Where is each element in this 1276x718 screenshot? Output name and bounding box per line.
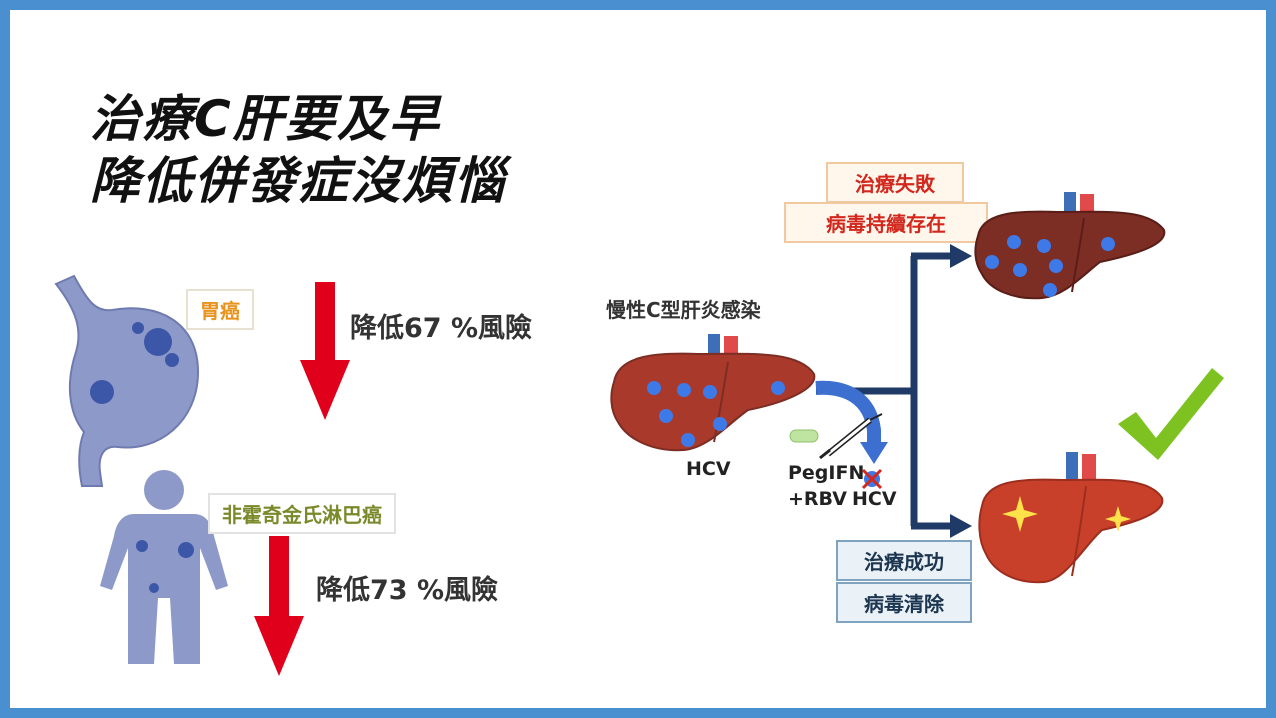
hcv-crossed-label: HCV — [852, 488, 897, 510]
slide: 治療C肝要及早 降低併發症沒煩惱 胃癌 降低67 %風險 非霍奇金氏淋巴癌 降低… — [10, 10, 1266, 708]
human-body-icon — [100, 470, 228, 664]
treatment-line-2: +RBV — [788, 488, 847, 510]
check-mark-icon — [1118, 368, 1224, 460]
stomach-cancer-label: 胃癌 — [186, 289, 254, 330]
infected-liver-icon — [610, 334, 816, 452]
slide-title: 治療C肝要及早 降低併發症沒煩惱 — [90, 88, 506, 212]
treatment-failure-label: 治療失敗 — [826, 162, 964, 203]
title-line-2: 降低併發症沒煩惱 — [90, 152, 506, 210]
virus-persists-label: 病毒持續存在 — [784, 202, 988, 243]
treatment-line-1: PegIFN — [788, 462, 865, 484]
stomach-icon — [54, 274, 200, 487]
red-down-arrow-1 — [300, 282, 350, 420]
lymphoma-risk-text: 降低73 %風險 — [316, 575, 499, 606]
title-line-1: 治療C肝要及早 — [90, 90, 441, 148]
virus-cleared-label: 病毒清除 — [836, 582, 972, 623]
pill-icon — [789, 429, 819, 443]
stomach-risk-text: 降低67 %風險 — [350, 313, 533, 344]
infected-liver-failed-icon — [974, 192, 1166, 300]
healthy-liver-icon — [978, 452, 1164, 584]
treatment-success-label: 治療成功 — [836, 540, 972, 581]
crossed-virus-icon — [861, 468, 883, 490]
lymphoma-label: 非霍奇金氏淋巴癌 — [208, 493, 396, 534]
flow-arrows — [815, 244, 972, 538]
chronic-hcv-label: 慢性C型肝炎感染 — [606, 298, 761, 322]
hcv-label: HCV — [686, 458, 731, 480]
red-down-arrow-2 — [254, 536, 304, 676]
syringe-icon — [819, 413, 883, 460]
